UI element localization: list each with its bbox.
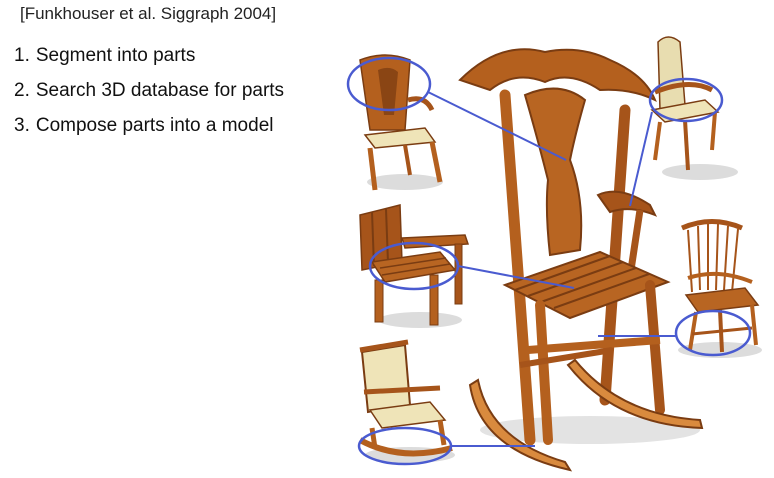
- step-3: 3.Compose parts into a model: [14, 108, 284, 143]
- steps-list: 1.Segment into parts 2.Search 3D databas…: [14, 38, 284, 143]
- step-1-number: 1.: [14, 45, 30, 66]
- step-1: 1.Segment into parts: [14, 38, 284, 73]
- highlight-armrest-circle: [648, 77, 724, 123]
- main-chair-stretcher-front: [527, 336, 661, 354]
- step-3-text: Compose parts into a model: [35, 115, 274, 136]
- main-rocking-chair: [458, 48, 704, 472]
- main-chair-seat: [502, 250, 671, 320]
- main-chair-front-right-leg: [645, 280, 665, 415]
- main-chair-crest-rail: [458, 48, 657, 103]
- connector-armrest: [629, 111, 653, 207]
- step-2-number: 2.: [14, 80, 30, 101]
- main-chair-rocker-right: [566, 358, 704, 430]
- source-chair-seat: [359, 204, 470, 328]
- main-chair-splat: [523, 87, 587, 257]
- main-chair-stretcher-back: [519, 347, 613, 368]
- step-2: 2.Search 3D database for parts: [14, 73, 284, 108]
- step-1-text: Segment into parts: [35, 45, 196, 66]
- source-chair-armrest: [650, 36, 738, 180]
- highlight-back-circle: [346, 56, 432, 112]
- source-chair-rocker: [358, 339, 455, 463]
- citation-text: [Funkhouser et al. Siggraph 2004]: [20, 4, 277, 23]
- connector-seat: [457, 265, 575, 289]
- main-chair-arm: [596, 190, 658, 217]
- step-3-number: 3.: [14, 115, 30, 136]
- highlight-stretcher-circle: [674, 309, 752, 357]
- main-chair-left-post: [499, 89, 536, 446]
- connector-back: [427, 91, 567, 161]
- step-2-text: Search 3D database for parts: [35, 80, 285, 101]
- main-chair-front-left-leg: [535, 300, 553, 445]
- part-connectors: [427, 91, 676, 447]
- main-chair-rocker-left: [468, 378, 573, 472]
- source-chair-back: [359, 54, 443, 191]
